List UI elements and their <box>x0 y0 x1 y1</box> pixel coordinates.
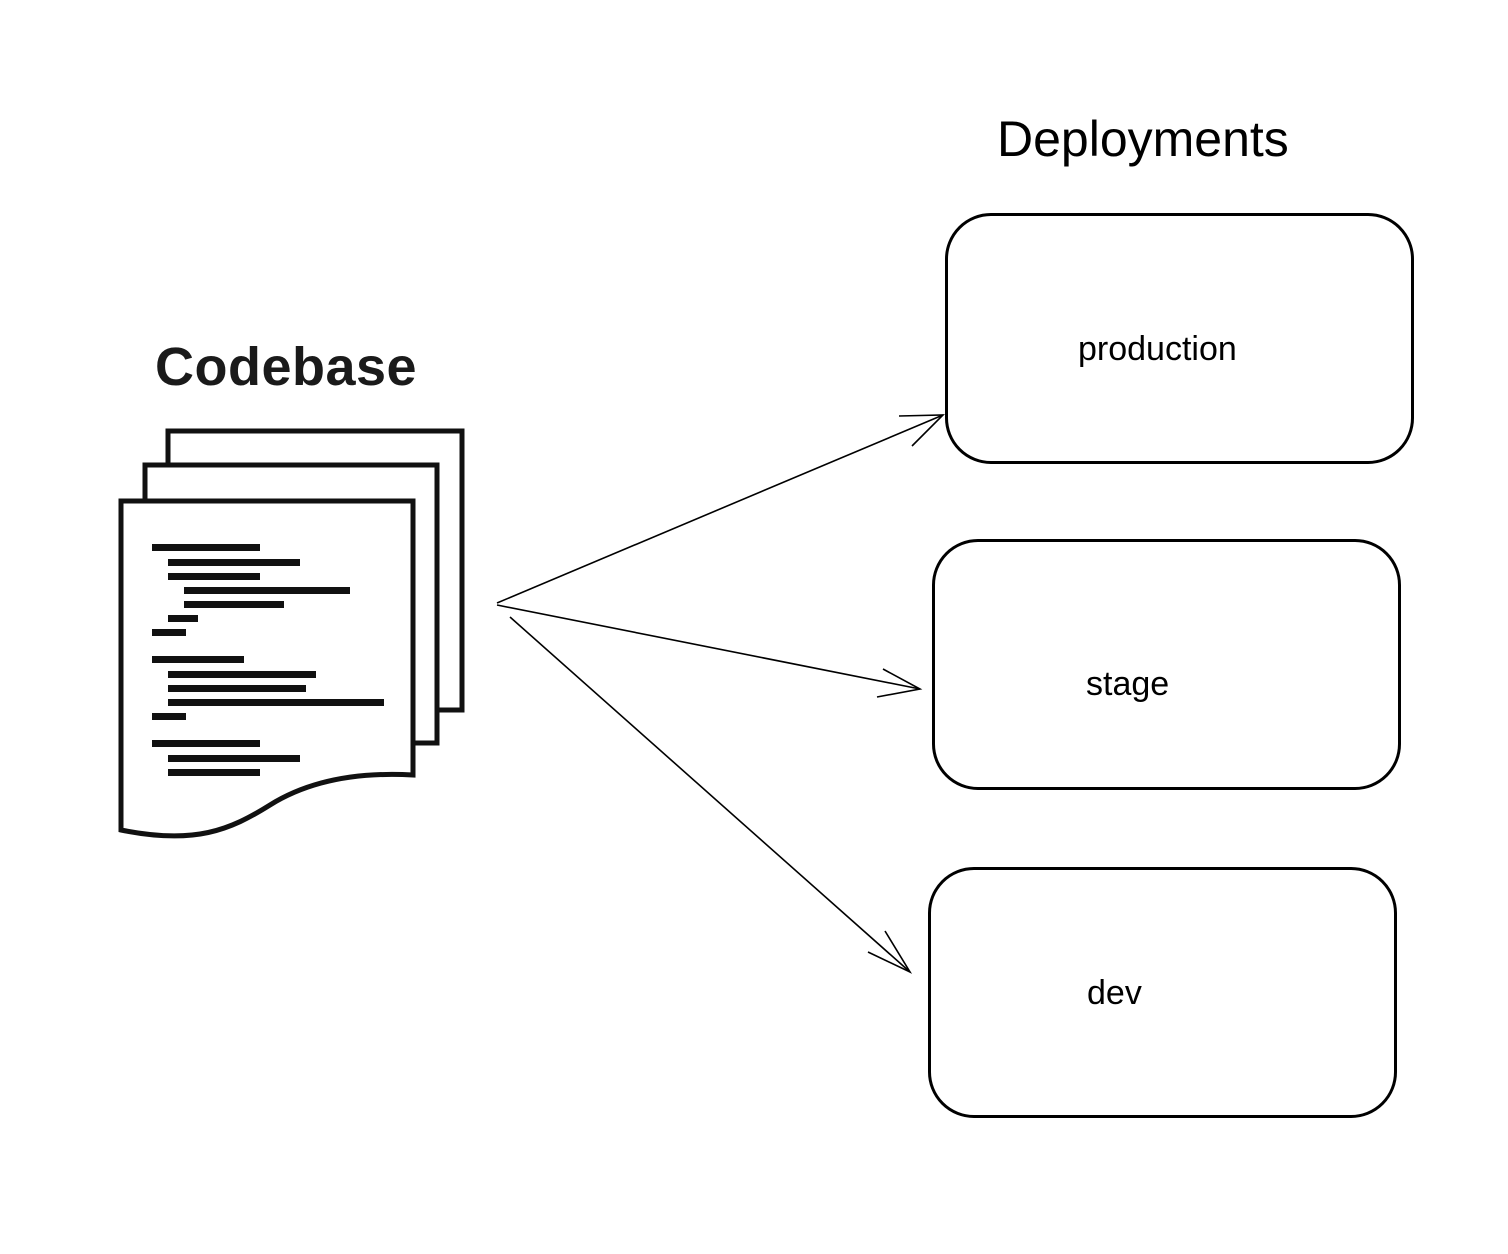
deployments-title: Deployments <box>997 111 1289 167</box>
front-page <box>118 498 416 839</box>
dev-box: dev <box>928 867 1397 1118</box>
dev-label: dev <box>1087 974 1142 1012</box>
arrow-to-stage <box>496 604 921 690</box>
production-label: production <box>1078 330 1237 368</box>
arrow-to-production <box>496 414 944 604</box>
arrow-to-dev <box>509 616 911 973</box>
document-stack-icon <box>118 428 465 839</box>
codebase-title: Codebase <box>155 337 418 397</box>
code-lines <box>152 544 384 776</box>
arrowhead-production <box>898 414 945 447</box>
arrowhead-stage <box>876 668 923 698</box>
production-box: production <box>945 213 1414 464</box>
stage-label: stage <box>1086 665 1170 703</box>
stage-box: stage <box>932 539 1401 790</box>
arrowhead-dev <box>867 930 913 974</box>
